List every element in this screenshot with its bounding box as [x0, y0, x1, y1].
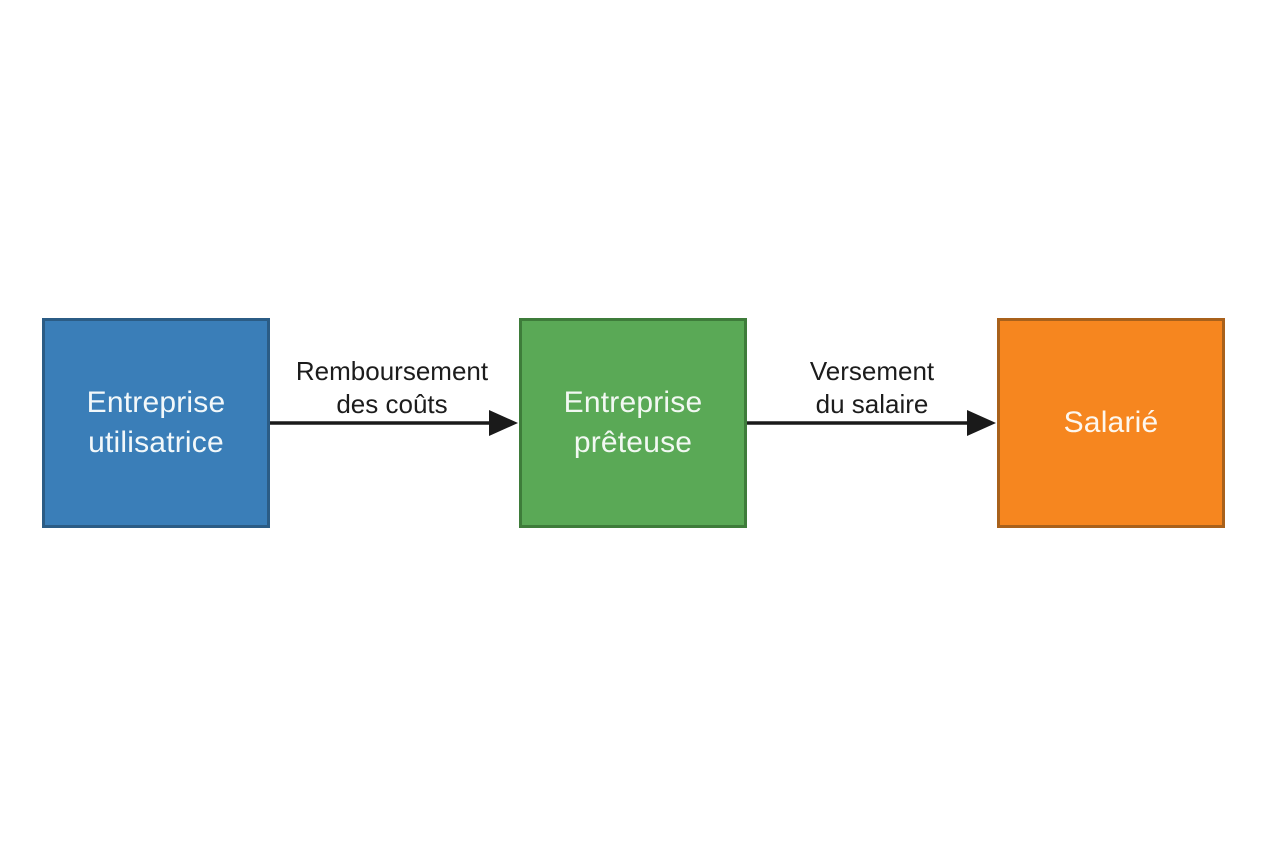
node-entreprise-preteuse: Entreprise prêteuse	[519, 318, 747, 528]
node-label-line: Salarié	[1063, 406, 1159, 439]
node-label-line: Entreprise	[86, 386, 226, 419]
node-label-line: utilisatrice	[88, 426, 224, 459]
edge-label-line: Versement	[809, 356, 935, 386]
node-salarie: Salarié	[997, 318, 1225, 528]
edge-label-line: du salaire	[815, 389, 929, 419]
node-label-entreprise-preteuse: Entreprise prêteuse	[564, 383, 703, 463]
edge-label-remboursement: Remboursement des coûts	[262, 355, 522, 421]
node-label-line: Entreprise	[563, 386, 703, 419]
edge-label-line: Remboursement	[295, 356, 489, 386]
node-label-line: prêteuse	[573, 426, 693, 459]
node-label-entreprise-utilisatrice: Entreprise utilisatrice	[87, 383, 226, 463]
node-label-salarie: Salarié	[1064, 403, 1159, 443]
node-entreprise-utilisatrice: Entreprise utilisatrice	[42, 318, 270, 528]
edge-label-versement: Versement du salaire	[742, 355, 1002, 421]
edge-label-line: des coûts	[336, 389, 448, 419]
